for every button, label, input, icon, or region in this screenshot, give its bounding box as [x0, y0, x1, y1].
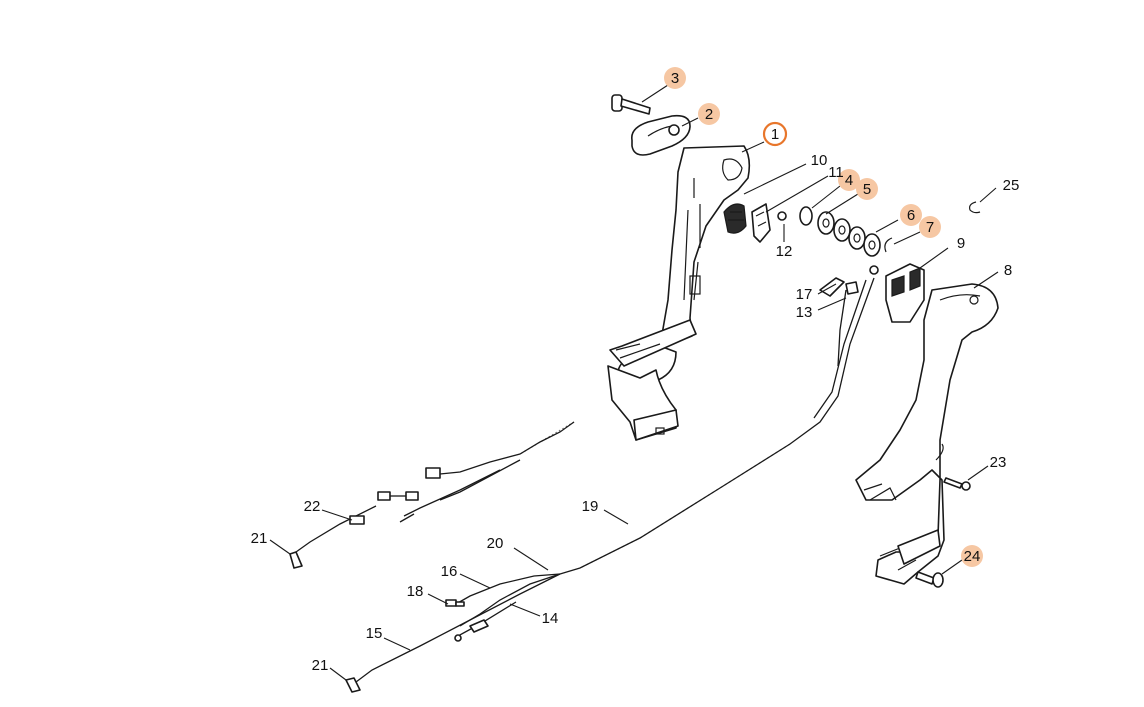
- part-23-screw: [943, 477, 971, 491]
- leader-lines: [269, 84, 999, 681]
- svg-text:22: 22: [304, 498, 321, 515]
- callout-11[interactable]: 11: [828, 164, 844, 181]
- part-11-lever: [751, 203, 771, 243]
- callout-22[interactable]: 22: [304, 498, 321, 515]
- svg-text:17: 17: [796, 286, 813, 303]
- svg-text:18: 18: [407, 583, 424, 600]
- callout-3[interactable]: 3: [664, 67, 686, 89]
- svg-text:15: 15: [366, 625, 383, 642]
- callout-4[interactable]: 4: [838, 169, 860, 191]
- svg-text:20: 20: [487, 535, 504, 552]
- callout-5[interactable]: 5: [856, 178, 878, 200]
- part-2-plate: [631, 114, 691, 156]
- callout-6[interactable]: 6: [900, 204, 922, 226]
- callout-21-upper[interactable]: 21: [251, 530, 268, 547]
- washers-6-7: [863, 233, 893, 257]
- callout-19[interactable]: 19: [582, 498, 599, 515]
- callout-9[interactable]: 9: [957, 235, 965, 252]
- svg-text:16: 16: [441, 563, 458, 580]
- svg-text:4: 4: [845, 172, 853, 189]
- callout-12[interactable]: 12: [776, 243, 793, 260]
- svg-text:19: 19: [582, 498, 599, 515]
- part-21-connector-lower: [345, 677, 361, 693]
- part-17-contact: [819, 277, 859, 297]
- callout-7[interactable]: 7: [919, 216, 941, 238]
- svg-text:7: 7: [926, 219, 934, 236]
- svg-text:5: 5: [863, 181, 871, 198]
- part-3-screw: [611, 94, 651, 115]
- svg-text:23: 23: [990, 454, 1007, 471]
- svg-text:1: 1: [771, 126, 779, 143]
- part-8-handle-shell: [855, 283, 999, 585]
- svg-text:10: 10: [811, 152, 828, 169]
- part-14-connector: [454, 619, 489, 642]
- callout-14[interactable]: 14: [542, 610, 559, 627]
- svg-text:14: 14: [542, 610, 559, 627]
- callout-16[interactable]: 16: [441, 563, 458, 580]
- washers-4-5: [799, 206, 866, 250]
- cable-group-upper-left: [377, 421, 575, 523]
- part-12-pin: [777, 211, 787, 221]
- callout-8[interactable]: 8: [1004, 262, 1012, 279]
- part-20-cable-ends: [355, 573, 561, 683]
- callout-24[interactable]: 24: [961, 545, 983, 567]
- svg-text:12: 12: [776, 243, 793, 260]
- svg-text:24: 24: [964, 548, 981, 565]
- callout-21-lower[interactable]: 21: [312, 657, 329, 674]
- callout-15[interactable]: 15: [366, 625, 383, 642]
- part-22-cable: [295, 505, 377, 553]
- callout-25[interactable]: 25: [1003, 177, 1020, 194]
- callout-23[interactable]: 23: [990, 454, 1007, 471]
- callout-20[interactable]: 20: [487, 535, 504, 552]
- svg-text:3: 3: [671, 70, 679, 87]
- svg-text:25: 25: [1003, 177, 1020, 194]
- part-9-switch: [869, 263, 925, 323]
- callout-1[interactable]: 1: [762, 121, 788, 147]
- svg-text:8: 8: [1004, 262, 1012, 279]
- part-10-trigger: [723, 203, 747, 234]
- part-21-connector-upper: [289, 551, 303, 569]
- callout-17[interactable]: 17: [796, 286, 813, 303]
- part-19-cable-harness: [559, 277, 875, 575]
- svg-text:13: 13: [796, 304, 813, 321]
- svg-text:2: 2: [705, 106, 713, 123]
- part-25-circlip: [969, 201, 981, 214]
- svg-text:21: 21: [251, 530, 268, 547]
- callout-10[interactable]: 10: [811, 152, 828, 169]
- part-24-screw: [915, 571, 944, 588]
- svg-text:21: 21: [312, 657, 329, 674]
- part-1-handle-housing: [607, 145, 751, 441]
- svg-text:9: 9: [957, 235, 965, 252]
- callout-2[interactable]: 2: [698, 103, 720, 125]
- callout-13[interactable]: 13: [796, 304, 813, 321]
- svg-text:6: 6: [907, 207, 915, 224]
- callout-18[interactable]: 18: [407, 583, 424, 600]
- svg-text:11: 11: [828, 164, 844, 181]
